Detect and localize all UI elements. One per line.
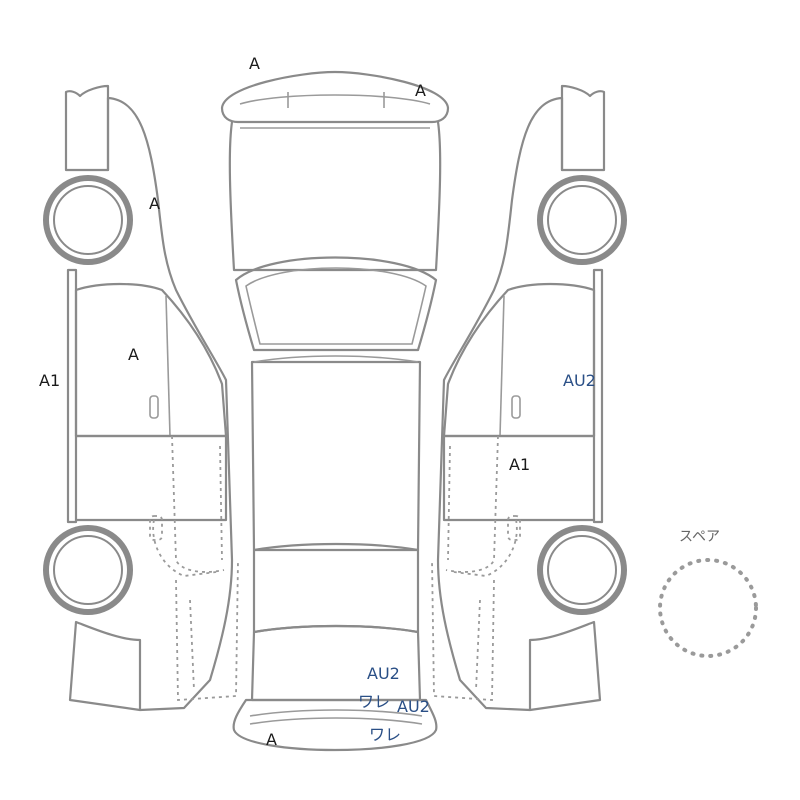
right-front-door [442,282,596,438]
left-rear-door [74,434,228,522]
hood [228,120,442,272]
roof [250,360,422,552]
rear-bumper [232,698,438,752]
rear-window [252,542,420,634]
right-rear-door [442,434,596,522]
mark-rear-bumper-au2-bottom: AU2 [397,697,430,716]
spare-tire-icon [658,558,758,658]
mark-rear-bumper-a: A [266,730,277,749]
right-body-outline [436,96,602,712]
car-left-side-view [43,84,239,712]
mark-right-front-door-au2: AU2 [563,371,596,390]
windshield [234,256,438,352]
mark-left-front-door-a: A [128,345,139,364]
trunk [250,624,422,702]
front-bumper [220,70,450,124]
mark-right-rear-door-a1: A1 [509,455,531,474]
mark-rear-bumper-crack-2: ワレ [369,725,402,744]
left-front-tire [43,175,133,265]
car-top-view [220,70,450,752]
spare-label: スペア [679,529,721,545]
left-body-outline [68,96,234,712]
mark-left-fender-a: A [149,194,160,213]
left-front-door [74,282,228,438]
mark-roof-front-a: A [249,54,260,73]
mark-rear-bumper-au2-top: AU2 [367,664,400,683]
left-rear-tire [43,525,133,615]
right-rear-tire [537,525,627,615]
right-front-tire [537,175,627,265]
mark-left-pillar-a1: A1 [39,371,61,390]
car-right-side-view [431,84,627,712]
mark-rear-bumper-crack-1: ワレ [358,692,391,711]
mark-roof-front-right-a: A [415,81,426,100]
